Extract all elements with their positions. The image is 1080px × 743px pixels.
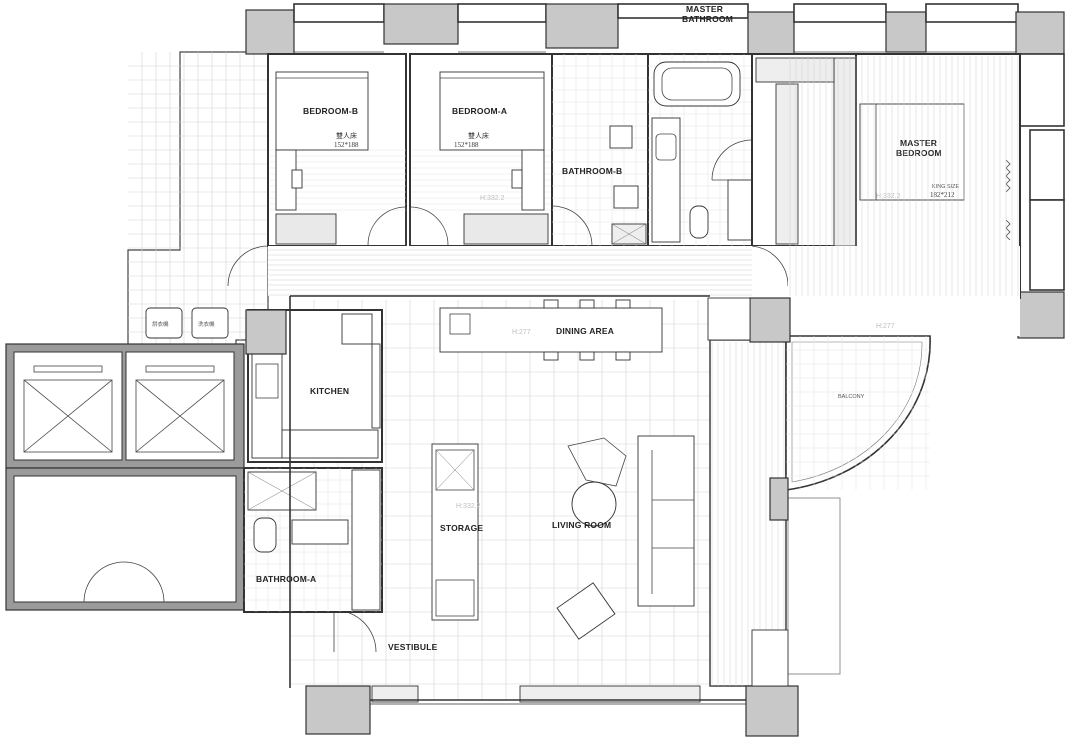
walk-in-closet xyxy=(751,53,857,247)
laundry-machines: 烘衣機 洗衣機 xyxy=(145,307,229,339)
structural-columns xyxy=(245,297,799,737)
dryer-label: 烘衣機 xyxy=(152,320,169,328)
master-bedroom-label-2: BEDROOM xyxy=(896,148,942,158)
master-height-label: H:332.2 xyxy=(876,193,901,200)
outer-walls xyxy=(289,295,746,705)
east-facade xyxy=(1017,53,1065,339)
bedroom-b: BEDROOM-B 雙人床 152*188 xyxy=(267,53,407,247)
master-bedroom-label-1: MASTER xyxy=(900,138,937,148)
vestibule-label: VESTIBULE xyxy=(388,642,438,652)
west-balcony-floor xyxy=(127,51,269,346)
storage-label: STORAGE xyxy=(440,523,483,533)
balcony-label: BALCONY xyxy=(838,394,865,400)
corridor-height-label: H:277 xyxy=(876,323,895,330)
living-room-label: LIVING ROOM xyxy=(552,520,611,530)
north-facade xyxy=(245,3,1065,57)
bathroom-a: BATHROOM-A xyxy=(243,467,383,613)
bedroom-b-label: BEDROOM-B xyxy=(303,106,358,116)
master-bathroom-label-1: MASTER xyxy=(686,4,723,14)
bedroom-b-bed-size: 152*188 xyxy=(334,141,359,149)
bedroom-a-bed-type: 雙人床 xyxy=(468,131,489,140)
dining-height-label: H:277 xyxy=(512,329,531,336)
bedroom-b-bed-type: 雙人床 xyxy=(336,131,357,140)
kitchen-label: KITCHEN xyxy=(310,386,349,396)
master-corridor: H:277 xyxy=(788,56,1020,336)
corridor xyxy=(227,245,789,296)
living-height-label: H:332.2 xyxy=(456,503,481,510)
bedroom-a-bed-size: 152*188 xyxy=(454,141,479,149)
elevator-core xyxy=(5,343,245,611)
master-bathroom: MASTER BATHROOM xyxy=(647,4,753,247)
master-bed-size: 182*212 xyxy=(930,191,955,199)
dining-area-label: DINING AREA xyxy=(556,326,614,336)
bedroom-height-label: H:332.2 xyxy=(480,195,505,202)
master-bathroom-label-2: BATHROOM xyxy=(682,14,733,24)
bathroom-b-label: BATHROOM-B xyxy=(562,166,622,176)
bathroom-a-label: BATHROOM-A xyxy=(256,574,316,584)
balcony: BALCONY xyxy=(785,335,931,675)
bedroom-a-label: BEDROOM-A xyxy=(452,106,507,116)
bathroom-b: BATHROOM-B xyxy=(551,53,649,247)
washer-label: 洗衣機 xyxy=(198,320,215,328)
bedroom-a: BEDROOM-A 雙人床 152*188 H:332.2 xyxy=(409,53,553,247)
